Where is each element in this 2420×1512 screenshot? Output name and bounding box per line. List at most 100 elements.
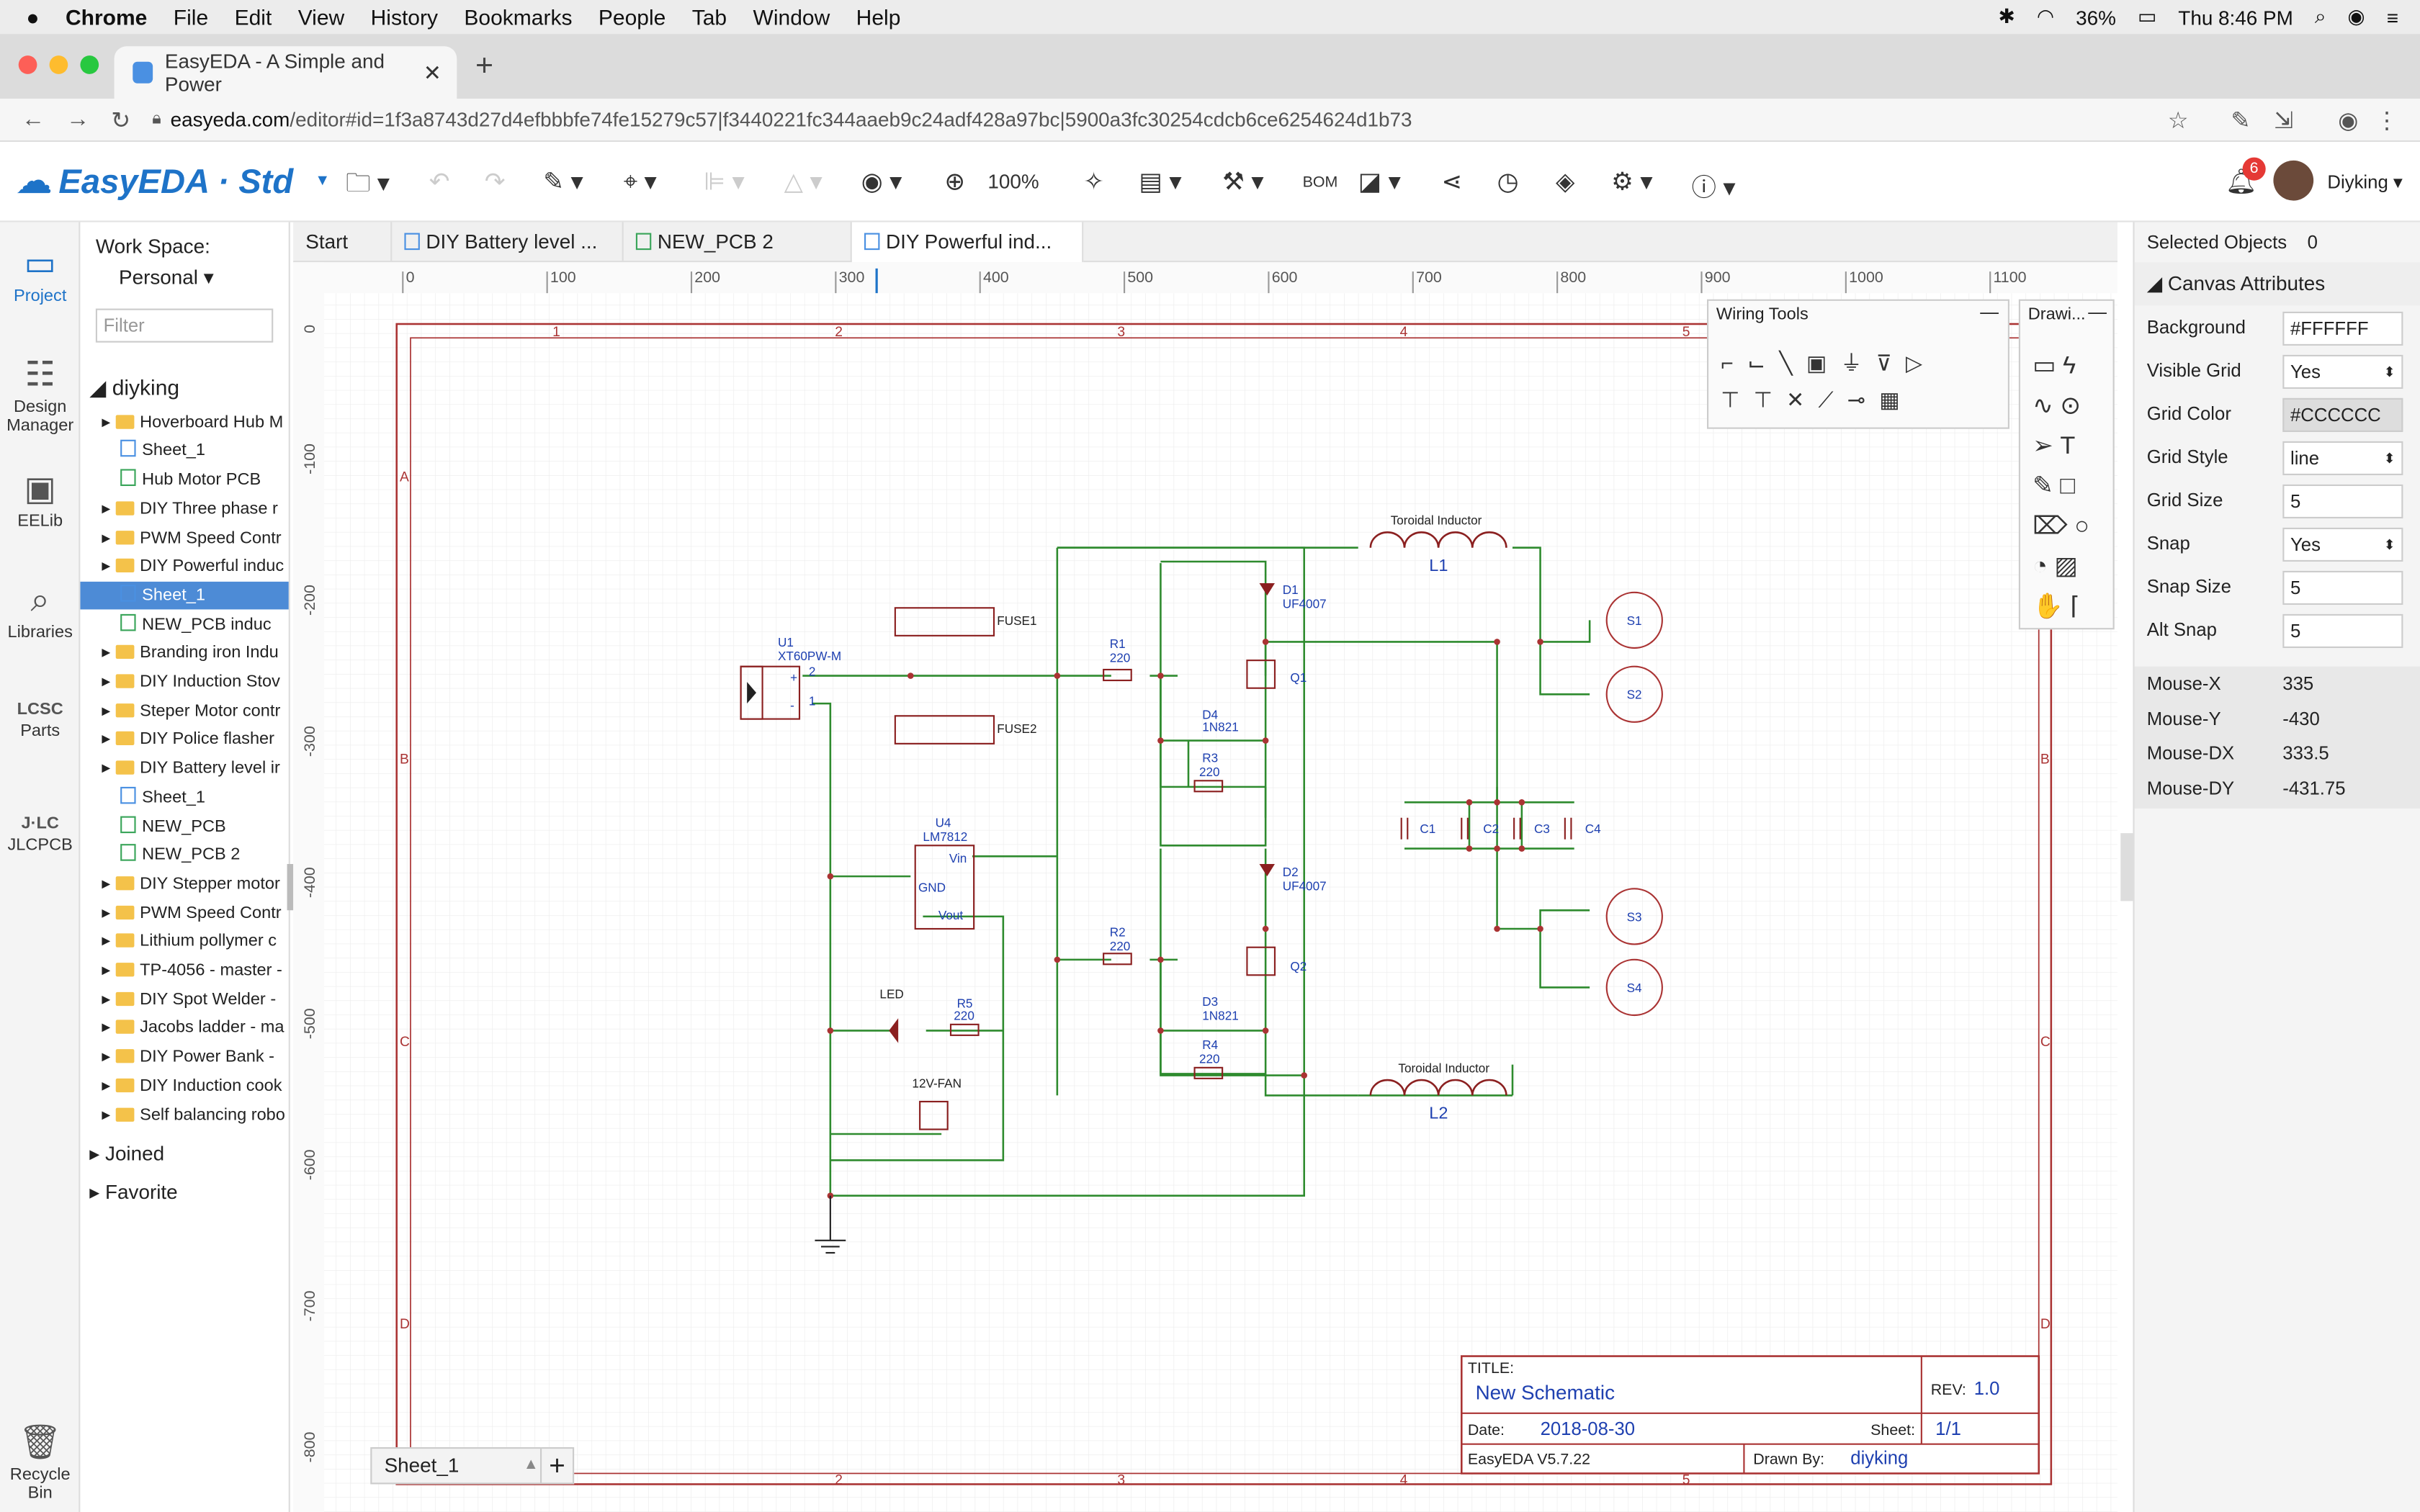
rail-libraries[interactable]: ⌕Libraries: [0, 580, 80, 642]
bookmark-star-icon[interactable]: ☆: [2167, 107, 2189, 134]
close-tab-icon[interactable]: ✕: [423, 59, 442, 84]
settings-gear-icon[interactable]: ⚙ ▾: [1611, 169, 1653, 197]
tree-node[interactable]: ▸ DIY Spot Welder -: [102, 990, 277, 1009]
menu-people[interactable]: People: [598, 4, 666, 30]
tree-node[interactable]: ▸ PWM Speed Contr: [102, 528, 282, 547]
tree-node[interactable]: ▸ DIY Police flasher: [102, 730, 275, 750]
url-field[interactable]: easyeda.com/editor#id=1f3a8743d27d4efbbb…: [171, 108, 1412, 131]
history-icon[interactable]: ◷: [1497, 169, 1519, 197]
netlist-icon[interactable]: ▤ ▾: [1139, 169, 1182, 197]
tree-node[interactable]: ▸ DIY Powerful induc: [102, 557, 284, 576]
tree-joined[interactable]: ▸ Joined: [89, 1141, 165, 1165]
tree-node[interactable]: ▸ DIY Induction cook: [102, 1076, 282, 1095]
sheet-chevron-up-icon[interactable]: ▲: [523, 1456, 539, 1474]
menu-tab[interactable]: Tab: [691, 4, 727, 30]
tab-powerful-ind[interactable]: DIY Powerful ind...: [851, 222, 1084, 263]
new-tab-button[interactable]: +: [475, 49, 494, 84]
wiring-tool-row-2[interactable]: ⊤⊤✕⟋⊸▦: [1721, 387, 1914, 413]
tree-node[interactable]: Sheet_1: [80, 783, 288, 811]
browser-tab[interactable]: EasyEDA - A Simple and Power ✕: [114, 46, 457, 99]
attr-value-field[interactable]: 5: [2282, 570, 2403, 605]
menu-file[interactable]: File: [173, 4, 209, 30]
menu-app[interactable]: Chrome: [66, 4, 148, 30]
rail-project[interactable]: ▭Project: [0, 244, 80, 306]
tree-node[interactable]: ▸ Jacobs ladder - ma: [102, 1019, 284, 1038]
tree-node[interactable]: ▸ DIY Battery level ir: [102, 759, 280, 778]
tree-node[interactable]: ▸ DIY Three phase r: [102, 499, 278, 518]
reload-icon[interactable]: ↻: [111, 107, 131, 134]
user-menu[interactable]: Diyking ▾: [2327, 171, 2403, 193]
clock[interactable]: Thu 8:46 PM: [2178, 5, 2293, 29]
menu-history[interactable]: History: [370, 4, 438, 30]
attr-value-field[interactable]: 5: [2282, 613, 2403, 648]
drawing-tool-grid[interactable]: ▭ ϟ∿ ⊙➢ T✎ □⌦ ○◔ ▨✋ ⌈: [2033, 353, 2089, 621]
bom-button[interactable]: BOM: [1302, 174, 1338, 192]
tree-node[interactable]: NEW_PCB induc: [80, 611, 288, 639]
pencil-icon[interactable]: ✎ ▾: [543, 169, 583, 197]
redo-icon[interactable]: ↷: [484, 169, 506, 197]
chrome-menu-icon[interactable]: ⋮: [2375, 107, 2398, 134]
share-icon[interactable]: ⋖: [1441, 169, 1463, 197]
attr-value-field[interactable]: #FFFFFF: [2282, 311, 2403, 346]
magic-wand-icon[interactable]: ✧: [1083, 169, 1105, 197]
control-center-icon[interactable]: ≡: [2386, 5, 2398, 29]
bluetooth-icon[interactable]: ✱: [1998, 4, 2015, 28]
tree-node[interactable]: ▸ Branding iron Indu: [102, 644, 279, 662]
forward-icon[interactable]: →: [66, 106, 90, 133]
rail-eelib[interactable]: ▣EELib: [0, 469, 80, 531]
menu-help[interactable]: Help: [856, 4, 901, 30]
tree-node[interactable]: Hub Motor PCB: [80, 466, 288, 494]
tools-icon[interactable]: ⚒ ▾: [1222, 169, 1264, 197]
tree-node[interactable]: ▸ PWM Speed Contr: [102, 903, 282, 922]
align-icon[interactable]: ⊫ ▾: [704, 169, 745, 197]
tree-node[interactable]: Sheet_1: [80, 437, 288, 465]
file-folder-icon[interactable]: 🗀︎ ▾: [346, 171, 390, 198]
add-sheet-button[interactable]: +: [540, 1446, 575, 1485]
avatar[interactable]: [2273, 160, 2314, 201]
tree-node[interactable]: ▸ Hoverboard Hub M: [102, 413, 284, 432]
flip-icon[interactable]: △ ▾: [784, 169, 823, 197]
undo-icon[interactable]: ↶: [429, 169, 450, 197]
rail-recycle-bin[interactable]: 🗑︎Recycle Bin: [0, 1423, 80, 1503]
help-icon[interactable]: ⓘ ▾: [1691, 176, 1736, 202]
tree-node[interactable]: NEW_PCB: [80, 812, 288, 840]
tree-node[interactable]: NEW_PCB 2: [80, 841, 288, 869]
apple-menu-icon[interactable]: ●: [26, 4, 40, 30]
attr-value-field[interactable]: Yes⬍: [2282, 527, 2403, 562]
attr-value-field[interactable]: line⬍: [2282, 441, 2403, 475]
logo-dropdown-icon[interactable]: ▼: [315, 173, 331, 190]
wifi-icon[interactable]: ◠: [2036, 4, 2055, 28]
attr-value-field[interactable]: 5: [2282, 484, 2403, 518]
workspace-select[interactable]: Personal ▾: [119, 265, 214, 289]
back-icon[interactable]: ←: [22, 106, 45, 133]
battery-icon[interactable]: ▭: [2137, 4, 2157, 28]
tree-node[interactable]: ▸ DIY Induction Stov: [102, 672, 280, 691]
siri-icon[interactable]: ◉: [2347, 4, 2365, 28]
tab-start[interactable]: Start: [293, 222, 393, 263]
tree-node[interactable]: ▸ Self balancing robo: [102, 1105, 285, 1125]
tree-node[interactable]: ▸ DIY Power Bank -: [102, 1048, 275, 1066]
filter-input[interactable]: Filter: [95, 308, 274, 343]
tree-node[interactable]: ▸ Lithium pollymer c: [102, 932, 277, 951]
canvas-attributes-section[interactable]: ◢ Canvas Attributes: [2134, 262, 2420, 306]
zoom-icon[interactable]: ⊕: [944, 169, 966, 197]
menu-view[interactable]: View: [297, 4, 345, 30]
right-panel-collapse-handle[interactable]: [2120, 833, 2133, 901]
tree-node[interactable]: ▸ Steper Motor contr: [102, 701, 281, 721]
tree-node[interactable]: ▸ DIY Stepper motor: [102, 874, 280, 894]
extension-icon[interactable]: ✎: [2231, 107, 2251, 134]
attr-value-field[interactable]: Yes⬍: [2282, 354, 2403, 389]
close-window-icon[interactable]: [18, 55, 37, 74]
spotlight-icon[interactable]: ⌕: [2314, 4, 2326, 28]
easyeda-logo[interactable]: ☁ EasyEDA · Std ▼: [15, 159, 330, 204]
tree-favorite[interactable]: ▸ Favorite: [89, 1180, 178, 1204]
minimize-panel-icon[interactable]: —: [1980, 300, 1999, 323]
tree-node[interactable]: Sheet_1: [80, 581, 289, 610]
wiring-tool-row-1[interactable]: ⌐⌙╲▣⏚⊽▷: [1721, 350, 1937, 375]
place-pin-icon[interactable]: ⌖ ▾: [623, 169, 657, 197]
menu-bookmarks[interactable]: Bookmarks: [464, 4, 573, 30]
